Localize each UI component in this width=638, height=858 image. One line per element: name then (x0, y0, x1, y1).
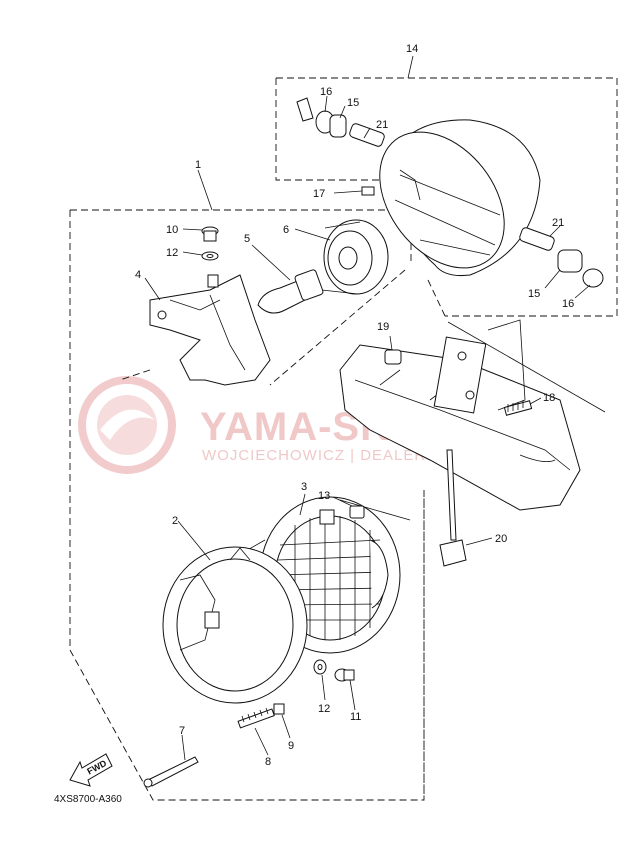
callout-10: 10 (166, 224, 178, 236)
callout-20: 20 (495, 533, 507, 545)
callout-15-b: 15 (528, 288, 540, 300)
part-2-rim (162, 520, 308, 704)
fwd-arrow: FWD (69, 753, 113, 787)
callout-11: 11 (350, 711, 361, 723)
callout-13: 13 (318, 490, 330, 502)
callout-12-b: 12 (318, 703, 330, 715)
watermark-logo (78, 376, 176, 474)
callout-7: 7 (179, 725, 185, 737)
callout-12-a: 12 (166, 247, 178, 259)
callouts: 1 2 3 4 5 6 7 8 9 10 11 12 12 13 14 15 1… (135, 43, 574, 768)
diagram-code: 4XS8700-A360 (54, 794, 122, 805)
part-7-screw (143, 734, 199, 788)
headlight-stay (339, 319, 606, 511)
part-21-spacer-b (519, 227, 555, 251)
part-8-screw (237, 707, 275, 756)
callout-4: 4 (135, 269, 141, 281)
callout-2: 2 (172, 515, 178, 527)
part-10-screw (182, 226, 219, 242)
group-14-outline (275, 77, 618, 317)
part-12-washer-b (313, 659, 327, 701)
callout-18: 18 (543, 392, 555, 404)
part-17-screw (333, 186, 375, 196)
part-15-collar-b (557, 249, 583, 273)
callout-6: 6 (283, 224, 289, 236)
part-9-nut (273, 703, 291, 739)
part-16-nut-b (582, 268, 604, 288)
callout-9: 9 (288, 740, 294, 752)
part-11-screw (334, 668, 356, 711)
callout-21-b: 21 (552, 217, 564, 229)
callout-1: 1 (195, 159, 201, 171)
callout-3: 3 (301, 481, 307, 493)
group-outlines (69, 77, 618, 801)
part-6-socket (294, 219, 389, 295)
callout-21-a: 21 (376, 119, 388, 131)
callout-14: 14 (406, 43, 418, 55)
part-5-bulb (251, 244, 324, 314)
callout-15-a: 15 (347, 97, 359, 109)
parts-upper-left (296, 95, 385, 147)
part-4-holder (144, 274, 271, 386)
callout-19: 19 (377, 321, 389, 333)
callout-5: 5 (244, 233, 250, 245)
headlight-case (379, 119, 541, 276)
callout-16-a: 16 (320, 86, 332, 98)
part-20-cable-tie (439, 449, 493, 567)
part-15-collar-a (329, 114, 347, 138)
callout-8: 8 (265, 756, 271, 768)
callout-16-b: 16 (562, 298, 574, 310)
dash-link-a (269, 269, 406, 386)
parts-right (519, 225, 604, 299)
part-13-nut (332, 496, 365, 519)
callout-17: 17 (313, 188, 325, 200)
part-19-nut (384, 335, 402, 365)
part-12-washer-a (182, 251, 219, 261)
part-18-bolt (503, 397, 542, 416)
